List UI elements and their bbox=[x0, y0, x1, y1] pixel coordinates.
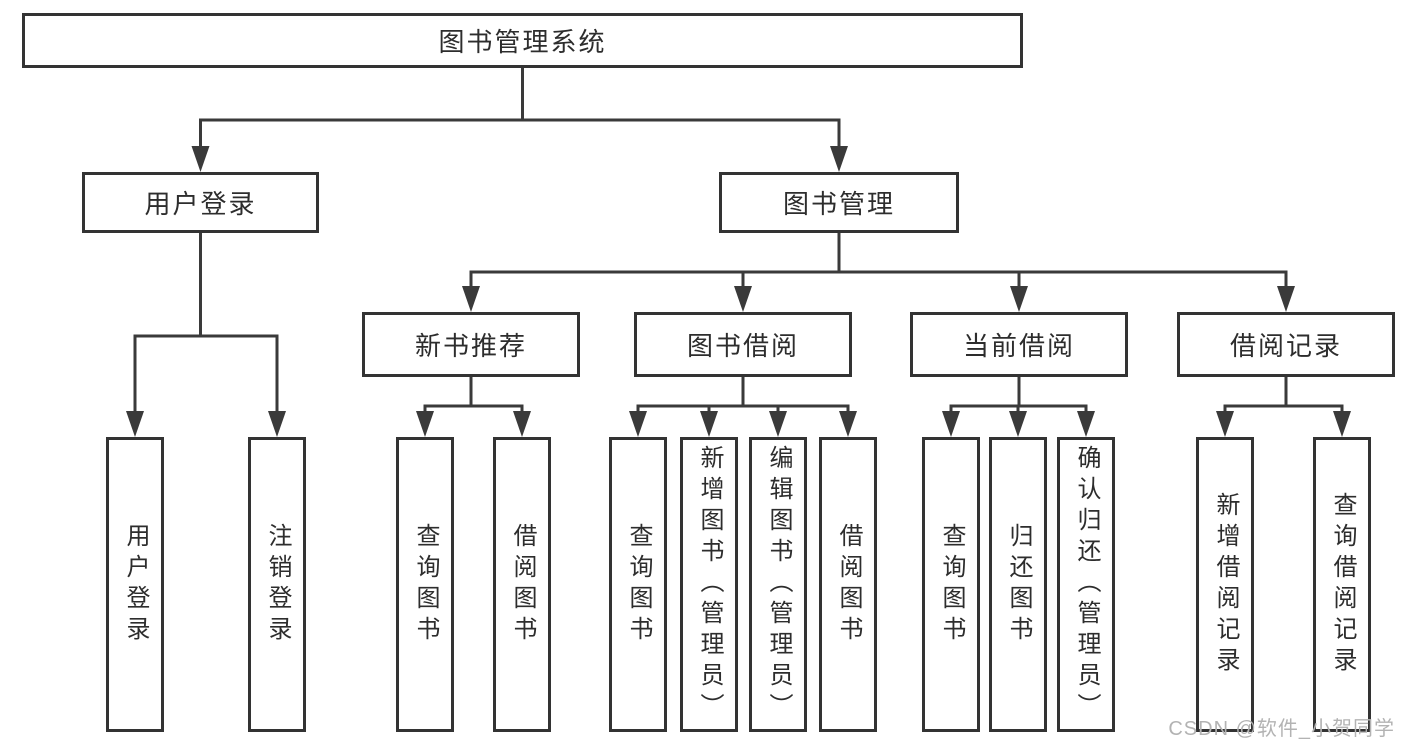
node-login-logout: 注销登录 bbox=[248, 437, 306, 732]
node-new-query: 查询图书 bbox=[396, 437, 454, 732]
arrowhead bbox=[839, 411, 857, 437]
node-label: 查询图书 bbox=[625, 522, 652, 647]
node-label: 新增图书（管理员） bbox=[696, 445, 723, 724]
node-newrec: 新书推荐 bbox=[362, 312, 580, 377]
node-label: 图书管理系统 bbox=[438, 27, 607, 57]
node-records: 借阅记录 bbox=[1177, 312, 1395, 377]
node-bor-edit: 编辑图书（管理员） bbox=[749, 437, 807, 732]
node-rec-query: 查询借阅记录 bbox=[1313, 437, 1371, 732]
arrowhead bbox=[513, 411, 531, 437]
connector-path bbox=[133, 231, 279, 415]
arrowhead bbox=[629, 411, 647, 437]
node-label: 注销登录 bbox=[264, 522, 291, 647]
arrowhead bbox=[126, 411, 144, 437]
node-label: 新增借阅记录 bbox=[1212, 491, 1239, 678]
node-label: 编辑图书（管理员） bbox=[765, 445, 792, 724]
node-label: 归还图书 bbox=[1005, 522, 1032, 647]
connector-path bbox=[636, 375, 850, 415]
arrowhead bbox=[462, 286, 480, 312]
node-current: 当前借阅 bbox=[910, 312, 1128, 377]
node-label: 用户登录 bbox=[122, 522, 149, 647]
node-label: 借阅图书 bbox=[835, 522, 862, 647]
arrowhead bbox=[769, 411, 787, 437]
arrowhead bbox=[1216, 411, 1234, 437]
node-label: 查询借阅记录 bbox=[1329, 491, 1356, 678]
arrowhead bbox=[268, 411, 286, 437]
node-label: 新书推荐 bbox=[414, 331, 527, 361]
connector-path bbox=[469, 231, 1288, 290]
node-borrow: 图书借阅 bbox=[634, 312, 852, 377]
node-label: 当前借阅 bbox=[962, 331, 1075, 361]
arrowhead bbox=[1010, 286, 1028, 312]
node-login-user: 用户登录 bbox=[106, 437, 164, 732]
arrowhead bbox=[1333, 411, 1351, 437]
node-label: 用户登录 bbox=[144, 189, 257, 219]
connector-path bbox=[1223, 375, 1344, 415]
arrowhead bbox=[830, 146, 848, 172]
arrowhead bbox=[734, 286, 752, 312]
node-login: 用户登录 bbox=[82, 172, 319, 233]
arrowhead bbox=[1009, 411, 1027, 437]
connector-path bbox=[949, 375, 1088, 415]
node-label: 确认归还（管理员） bbox=[1073, 445, 1100, 724]
node-label: 图书管理 bbox=[782, 189, 895, 219]
node-root: 图书管理系统 bbox=[22, 13, 1023, 68]
node-label: 借阅图书 bbox=[509, 522, 536, 647]
node-label: 查询图书 bbox=[938, 522, 965, 647]
node-cur-query: 查询图书 bbox=[922, 437, 980, 732]
node-rec-add: 新增借阅记录 bbox=[1196, 437, 1254, 732]
node-label: 借阅记录 bbox=[1229, 331, 1342, 361]
connector-path bbox=[199, 66, 841, 150]
watermark: CSDN @软件_小贺同学 bbox=[1168, 718, 1395, 740]
node-bor-query: 查询图书 bbox=[609, 437, 667, 732]
arrowhead bbox=[942, 411, 960, 437]
arrowhead bbox=[191, 146, 210, 172]
arrowhead bbox=[700, 411, 718, 437]
node-bookmgmt: 图书管理 bbox=[719, 172, 959, 233]
arrowhead bbox=[416, 411, 434, 437]
arrowhead bbox=[1277, 286, 1295, 312]
node-bor-borrow: 借阅图书 bbox=[819, 437, 877, 732]
node-bor-add: 新增图书（管理员） bbox=[680, 437, 738, 732]
node-cur-return: 归还图书 bbox=[989, 437, 1047, 732]
connector-path bbox=[423, 375, 524, 415]
node-label: 查询图书 bbox=[412, 522, 439, 647]
arrowhead bbox=[1077, 411, 1095, 437]
node-label: 图书借阅 bbox=[686, 331, 799, 361]
node-new-borrow: 借阅图书 bbox=[493, 437, 551, 732]
node-cur-confirm: 确认归还（管理员） bbox=[1057, 437, 1115, 732]
